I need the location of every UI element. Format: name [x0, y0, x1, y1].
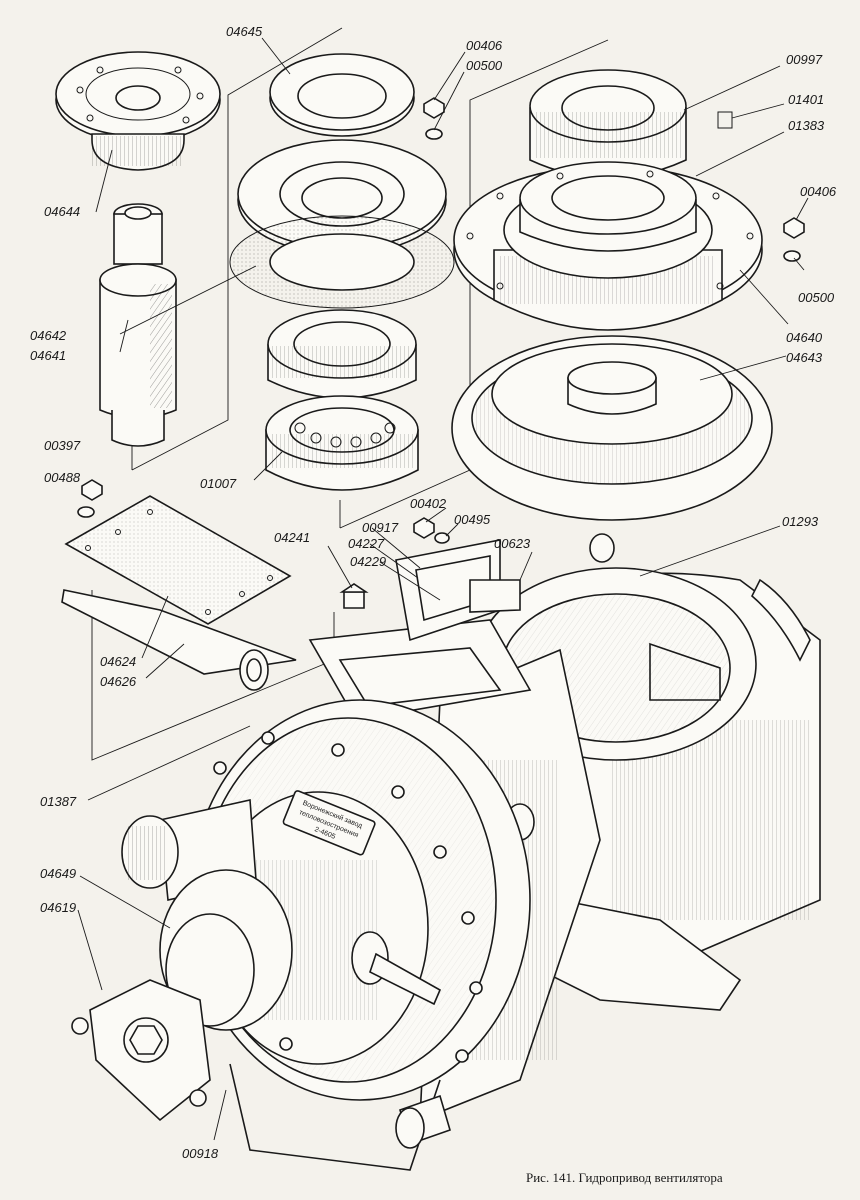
- figure-caption: Рис. 141. Гидропривод вентилятора: [526, 1170, 723, 1185]
- label-04229: 04229: [350, 554, 386, 569]
- label-01007: 01007: [200, 476, 237, 491]
- label-04645: 04645: [226, 24, 263, 39]
- nut-washer-set: [77, 97, 805, 609]
- label-00488: 00488: [44, 470, 81, 485]
- label-00918: 00918: [182, 1146, 219, 1161]
- label-00500-right: 00500: [798, 290, 835, 305]
- label-04619: 04619: [40, 900, 76, 915]
- label-00406-top: 00406: [466, 38, 503, 53]
- flange-cover-04644: [55, 51, 221, 171]
- roller-bearing-01007: [265, 309, 419, 491]
- label-01401: 01401: [788, 92, 824, 107]
- label-00917: 00917: [362, 520, 399, 535]
- gear-housing-04640: [453, 161, 763, 331]
- inspection-cover-04624: [61, 495, 297, 675]
- leader-lines: [77, 37, 809, 1141]
- label-04227: 04227: [348, 536, 385, 551]
- label-04640: 04640: [786, 330, 823, 345]
- label-00500-top: 00500: [466, 58, 503, 73]
- label-04241: 04241: [274, 530, 310, 545]
- label-00397: 00397: [44, 438, 81, 453]
- bearing-cover-04645: [269, 53, 415, 137]
- label-00495: 00495: [454, 512, 491, 527]
- label-04644: 04644: [44, 204, 80, 219]
- label-04626: 04626: [100, 674, 137, 689]
- label-01293: 01293: [782, 514, 819, 529]
- nameplate: Воронежский завод тепловозостроения 2-46…: [282, 790, 376, 856]
- label-04643: 04643: [786, 350, 823, 365]
- ring-gear-04643: [451, 335, 773, 521]
- label-04624: 04624: [100, 654, 136, 669]
- label-00406-right: 00406: [800, 184, 837, 199]
- bearing-00997: [529, 69, 687, 179]
- label-00623: 00623: [494, 536, 531, 551]
- coupling-04649: [71, 799, 451, 1171]
- label-01383: 01383: [788, 118, 825, 133]
- label-00402: 00402: [410, 496, 447, 511]
- label-00997: 00997: [786, 52, 823, 67]
- label-01387: 01387: [40, 794, 77, 809]
- part-labels: 04645 00406 00500 00997 01401 01383 0040…: [30, 24, 837, 1161]
- label-04649: 04649: [40, 866, 76, 881]
- label-04642: 04642: [30, 328, 67, 343]
- label-04641: 04641: [30, 348, 66, 363]
- flange-plate: [229, 139, 455, 309]
- shaft-04641: [99, 203, 177, 447]
